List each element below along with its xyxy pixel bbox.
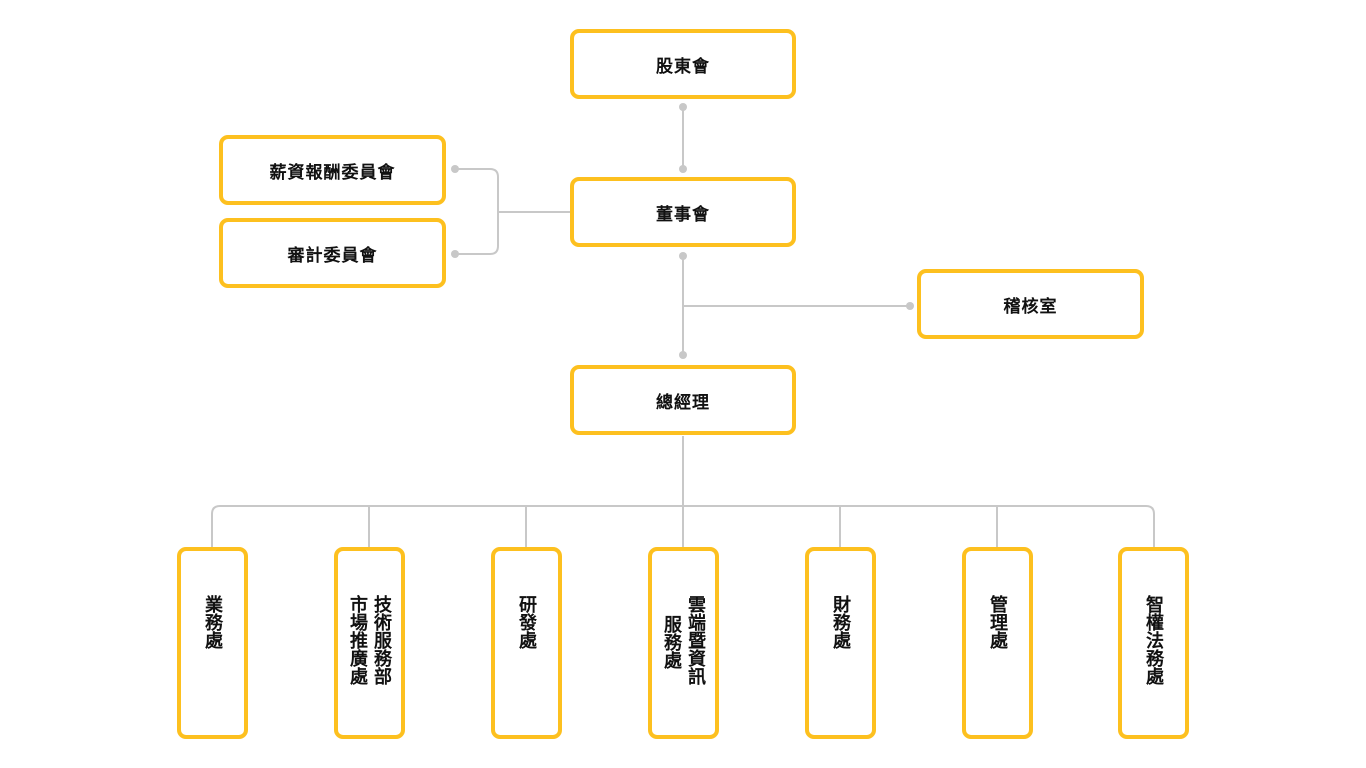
compensation-committee-box: 薪資報酬委員會: [219, 135, 446, 205]
department-box-rnd: 研發處: [491, 547, 562, 739]
audit-office-box: 稽核室: [917, 269, 1144, 339]
department-box-tech-marketing: 技術服務部 市場推廣處: [334, 547, 405, 739]
connector-dot: [679, 351, 687, 359]
department-label: 管理處: [987, 595, 1008, 649]
department-label-second: 市場推廣處: [347, 595, 368, 685]
shareholders-box: 股東會: [570, 29, 796, 99]
department-box-sales: 業務處: [177, 547, 248, 739]
department-label: 雲端暨資訊: [685, 595, 706, 685]
audit-committee-label: 審計委員會: [287, 245, 378, 266]
connector-committees: [455, 168, 570, 255]
connector-dot: [679, 165, 687, 173]
department-label: 智權法務處: [1143, 595, 1164, 685]
department-label-second: 服務處: [661, 615, 682, 669]
department-label: 技術服務部: [371, 595, 392, 685]
department-label: 業務處: [202, 595, 223, 649]
connector-dot: [451, 165, 459, 173]
connector-dot: [451, 250, 459, 258]
board-box: 董事會: [570, 177, 796, 247]
board-label: 董事會: [656, 204, 710, 225]
department-box-cloud-it: 雲端暨資訊 服務處: [648, 547, 719, 739]
department-label: 研發處: [516, 595, 537, 649]
department-label: 財務處: [830, 595, 851, 649]
connector-dot: [679, 252, 687, 260]
connector-dot: [906, 302, 914, 310]
shareholders-label: 股東會: [656, 56, 710, 77]
department-box-ip-legal: 智權法務處: [1118, 547, 1189, 739]
connector-dot: [679, 103, 687, 111]
compensation-committee-label: 薪資報酬委員會: [269, 162, 396, 183]
audit-committee-box: 審計委員會: [219, 218, 446, 288]
department-box-finance: 財務處: [805, 547, 876, 739]
audit-office-label: 稽核室: [1003, 296, 1058, 317]
ceo-box: 總經理: [570, 365, 796, 435]
department-box-management: 管理處: [962, 547, 1033, 739]
ceo-label: 總經理: [656, 392, 710, 413]
